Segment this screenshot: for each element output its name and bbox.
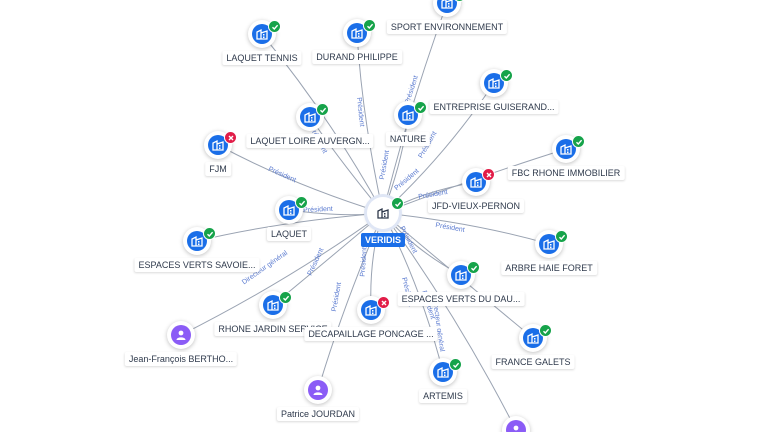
building-icon	[523, 328, 543, 348]
building-icon	[283, 204, 295, 216]
building-icon	[441, 0, 453, 9]
company-node-circle[interactable]	[433, 0, 461, 17]
building-icon	[300, 107, 320, 127]
person-icon	[308, 380, 328, 400]
building-icon	[488, 77, 500, 89]
building-icon	[539, 234, 559, 254]
building-icon	[365, 304, 377, 316]
building-icon	[527, 332, 539, 344]
node-label[interactable]: Patrice JOURDAN	[276, 407, 360, 421]
building-icon	[212, 139, 224, 151]
node-label[interactable]: SPORT ENVIRONNEMENT	[386, 20, 508, 34]
person-icon	[176, 330, 186, 340]
company-node-circle[interactable]	[447, 261, 475, 289]
check-icon	[414, 101, 427, 114]
node-label[interactable]: FJM	[205, 162, 231, 176]
check-icon	[363, 19, 376, 32]
edge	[309, 116, 384, 214]
check-icon	[500, 69, 513, 82]
node-label[interactable]: ARTEMIS	[419, 389, 467, 403]
check-icon	[555, 230, 568, 243]
center-node-label[interactable]: VERIDIS	[360, 233, 406, 247]
building-icon	[347, 23, 367, 43]
check-icon	[449, 358, 462, 371]
check-icon	[203, 227, 216, 240]
edge	[217, 144, 384, 214]
building-icon	[377, 207, 389, 219]
node-label[interactable]: JFD-VIEUX-PERNON	[427, 199, 525, 213]
node-label[interactable]: RHONE JARDIN SERVICE	[214, 322, 332, 336]
node-label[interactable]: LAQUET LOIRE AUVERGN...	[246, 134, 374, 148]
building-icon	[484, 73, 504, 93]
building-icon	[560, 143, 572, 155]
building-icon	[279, 200, 299, 220]
node-label[interactable]: ARBRE HAIE FORET	[501, 261, 597, 275]
building-icon	[466, 172, 486, 192]
building-icon	[402, 109, 414, 121]
building-icon	[252, 24, 272, 44]
building-icon	[187, 231, 207, 251]
company-node-circle[interactable]	[343, 19, 371, 47]
node-label[interactable]: ESPACES VERTS SAVOIE...	[134, 258, 260, 272]
person-icon	[506, 420, 526, 432]
edge	[196, 212, 384, 242]
building-icon	[455, 269, 467, 281]
check-icon	[295, 196, 308, 209]
node-label[interactable]: Jean-François BERTHO...	[124, 352, 238, 366]
building-icon	[304, 111, 316, 123]
company-node-circle[interactable]	[259, 291, 287, 319]
company-node-circle[interactable]	[462, 168, 490, 196]
company-node-circle[interactable]	[519, 324, 547, 352]
building-icon	[191, 235, 203, 247]
building-icon	[470, 176, 482, 188]
building-icon	[263, 295, 283, 315]
building-icon	[437, 0, 457, 13]
person-node-circle[interactable]	[304, 376, 332, 404]
node-label[interactable]: LAQUET	[266, 227, 312, 241]
person-node-circle[interactable]	[502, 416, 530, 432]
cross-icon	[377, 296, 390, 309]
company-node-circle[interactable]	[429, 358, 457, 386]
check-icon	[539, 324, 552, 337]
edge	[180, 212, 384, 336]
node-label[interactable]: ESPACES VERTS DU DAU...	[397, 292, 525, 306]
building-icon	[208, 135, 228, 155]
cross-icon	[482, 168, 495, 181]
check-icon	[316, 103, 329, 116]
building-icon	[361, 300, 381, 320]
building-icon	[437, 366, 449, 378]
node-label[interactable]: FBC RHONE IMMOBILIER	[507, 166, 625, 180]
building-icon	[267, 299, 279, 311]
node-label[interactable]: LAQUET TENNIS	[222, 51, 302, 65]
building-icon	[256, 28, 268, 40]
building-icon	[556, 139, 576, 159]
cross-icon	[224, 131, 237, 144]
node-label[interactable]: FRANCE GALETS	[491, 355, 575, 369]
check-icon	[268, 20, 281, 33]
building-icon	[543, 238, 555, 250]
building-icon	[398, 105, 418, 125]
building-icon	[433, 362, 453, 382]
check-icon	[467, 261, 480, 274]
node-label[interactable]: ENTREPRISE GUISERAND...	[429, 100, 559, 114]
company-node-circle[interactable]	[275, 196, 303, 224]
edge	[382, 212, 550, 245]
person-icon	[513, 425, 519, 431]
building-icon	[351, 27, 363, 39]
check-icon	[279, 291, 292, 304]
node-label[interactable]: DECAPAILLAGE PONCAGE ...	[304, 327, 438, 341]
person-icon	[313, 385, 323, 395]
edge	[382, 212, 444, 373]
building-icon	[451, 265, 471, 285]
node-label[interactable]: NATURE	[385, 132, 431, 146]
check-icon	[572, 135, 585, 148]
person-node-circle[interactable]	[167, 321, 195, 349]
company-node-circle[interactable]	[535, 230, 563, 258]
person-icon	[171, 325, 191, 345]
node-label[interactable]: DURAND PHILIPPE	[312, 50, 402, 64]
company-node-circle[interactable]	[296, 103, 324, 131]
check-icon	[391, 197, 404, 210]
